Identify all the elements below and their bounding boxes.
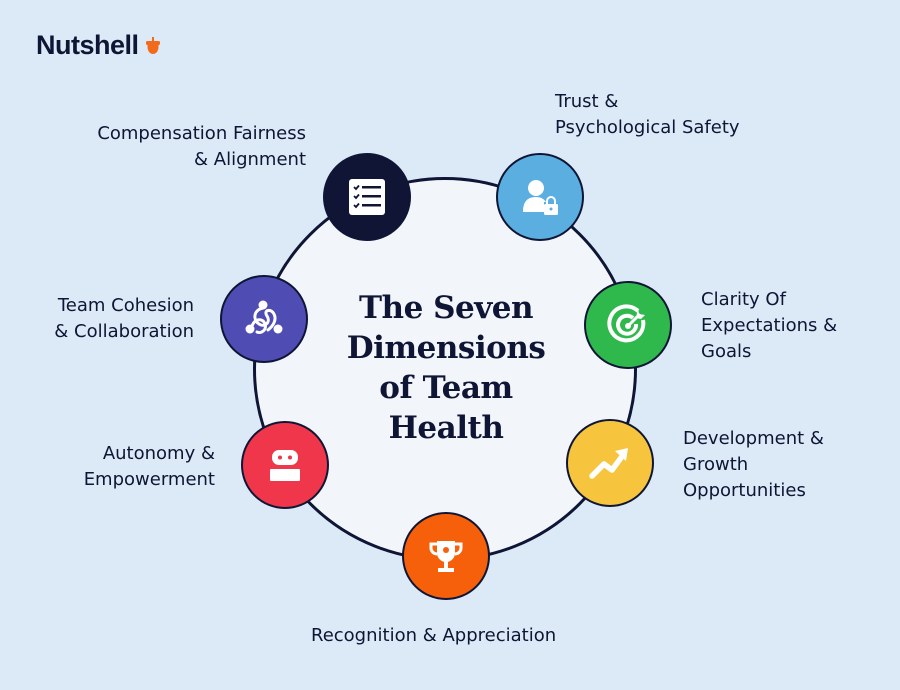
checklist-icon — [349, 179, 385, 215]
label-recognition: Recognition & Appreciation — [311, 623, 556, 649]
label-trust: Trust & Psychological Safety — [555, 89, 740, 141]
acorn-icon — [145, 36, 160, 54]
label-clarity: Clarity Of Expectations & Goals — [701, 287, 837, 365]
title-line: of Team — [379, 370, 513, 406]
node-clarity — [584, 281, 672, 369]
collaboration-icon — [245, 300, 283, 334]
node-autonomy — [241, 421, 329, 509]
title-line: The Seven — [358, 290, 534, 326]
label-line: Team Cohesion — [57, 295, 194, 316]
trophy-icon — [429, 541, 463, 572]
nutshell-logo: Nutshell — [36, 30, 161, 61]
label-line: Clarity Of — [701, 289, 786, 310]
main-circle — [253, 177, 637, 561]
user-lock-icon — [523, 180, 558, 215]
node-recognition — [402, 512, 490, 600]
trend-up-arrow-icon — [589, 448, 628, 479]
label-line: Recognition & Appreciation — [311, 625, 557, 646]
label-line: Empowerment — [83, 469, 215, 490]
label-line: Trust & — [555, 91, 619, 112]
label-line: Psychological Safety — [555, 117, 740, 138]
diagram-title: The Seven Dimensions of Team Health — [318, 288, 574, 448]
node-development — [566, 419, 654, 507]
node-compensation — [323, 153, 411, 241]
target-icon — [607, 304, 646, 343]
label-line: & Alignment — [194, 149, 306, 170]
brand-name: Nutshell — [36, 30, 139, 60]
robot-icon — [270, 450, 300, 481]
title-line: Health — [388, 410, 504, 446]
label-line: Opportunities — [683, 480, 806, 501]
label-line: Expectations & — [701, 315, 838, 336]
label-line: Autonomy & — [102, 443, 215, 464]
title-line: Dimensions — [346, 330, 546, 366]
label-line: & Collaboration — [54, 321, 194, 342]
label-line: Goals — [701, 341, 752, 362]
label-line: Development & — [683, 428, 824, 449]
label-development: Development & Growth Opportunities — [683, 426, 824, 504]
label-cohesion: Team Cohesion & Collaboration — [54, 293, 194, 345]
node-trust — [496, 153, 584, 241]
label-line: Growth — [683, 454, 749, 475]
label-line: Compensation Fairness — [97, 123, 306, 144]
node-cohesion — [220, 275, 308, 363]
label-autonomy: Autonomy & Empowerment — [84, 441, 215, 493]
label-compensation: Compensation Fairness & Alignment — [97, 121, 306, 173]
